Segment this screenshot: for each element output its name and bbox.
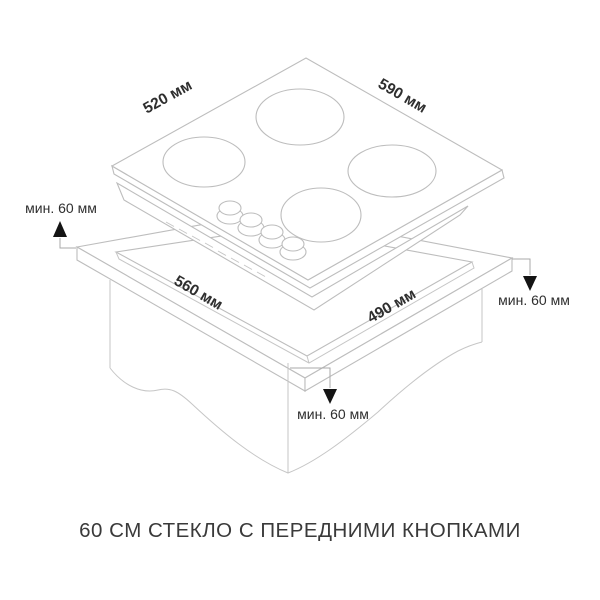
burner-back bbox=[255, 88, 345, 146]
knob-4 bbox=[279, 236, 307, 261]
leader-front bbox=[290, 367, 331, 388]
hob-under-body bbox=[115, 181, 469, 311]
cutout-inner-face-lines bbox=[115, 251, 475, 364]
hob-depth-label: 520 мм bbox=[140, 77, 195, 118]
clearance-left: мин. 60 мм bbox=[25, 200, 97, 249]
leader-left bbox=[59, 238, 76, 249]
clearance-right-label: мин. 60 мм bbox=[498, 292, 570, 308]
burner-right bbox=[347, 144, 437, 198]
knob-3 bbox=[258, 224, 286, 249]
burners bbox=[162, 88, 437, 243]
burner-left bbox=[162, 136, 246, 188]
cabinet-group bbox=[109, 280, 483, 474]
burner-front bbox=[280, 187, 362, 243]
hob-glass-top bbox=[110, 57, 504, 281]
knob-2 bbox=[237, 212, 265, 237]
hob-vent-slots bbox=[165, 221, 266, 277]
knob-1 bbox=[216, 200, 244, 225]
arrow-up-icon bbox=[53, 221, 67, 237]
clearance-front-label: мин. 60 мм bbox=[297, 406, 369, 422]
arrow-down-icon bbox=[523, 276, 537, 291]
hob-group bbox=[110, 57, 505, 311]
control-knobs bbox=[216, 200, 307, 261]
cabinet-torn-bottom-edge bbox=[109, 341, 483, 474]
countertop-front-right-face bbox=[304, 257, 513, 392]
arrow-down-icon bbox=[323, 389, 337, 404]
leader-right bbox=[512, 258, 531, 275]
clearance-right: мин. 60 мм bbox=[498, 258, 570, 308]
product-caption: 60 СМ СТЕКЛО С ПЕРЕДНИМИ КНОПКАМИ bbox=[79, 519, 521, 542]
clearance-front: мин. 60 мм bbox=[290, 367, 369, 422]
clearance-left-label: мин. 60 мм bbox=[25, 200, 97, 216]
